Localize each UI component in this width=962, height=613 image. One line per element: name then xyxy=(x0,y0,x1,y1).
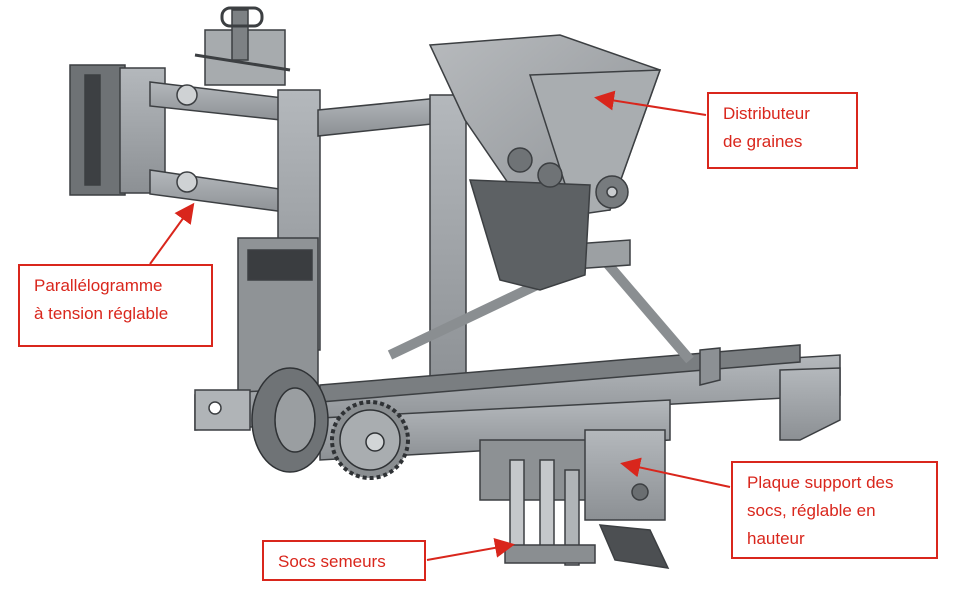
leader-arrows xyxy=(149,90,731,561)
coulter-assembly xyxy=(479,429,670,569)
arrow-parallelogramme xyxy=(149,202,195,265)
callout-coulter-plate: Plaque support des socs, réglable en hau… xyxy=(731,461,938,559)
seed-hopper xyxy=(428,34,662,291)
arrow-distributeur xyxy=(594,90,707,116)
callout-parallelogram: Parallélogramme à tension réglable xyxy=(18,264,213,347)
parallelogram-assembly xyxy=(69,6,302,216)
callout-seed-coulters: Socs semeurs xyxy=(262,540,426,581)
drive-wheel-sprocket xyxy=(251,367,410,480)
arrow-socs xyxy=(426,537,515,561)
callout-seed-distributor: Distributeur de graines xyxy=(707,92,858,169)
arrow-plaque xyxy=(620,457,731,488)
